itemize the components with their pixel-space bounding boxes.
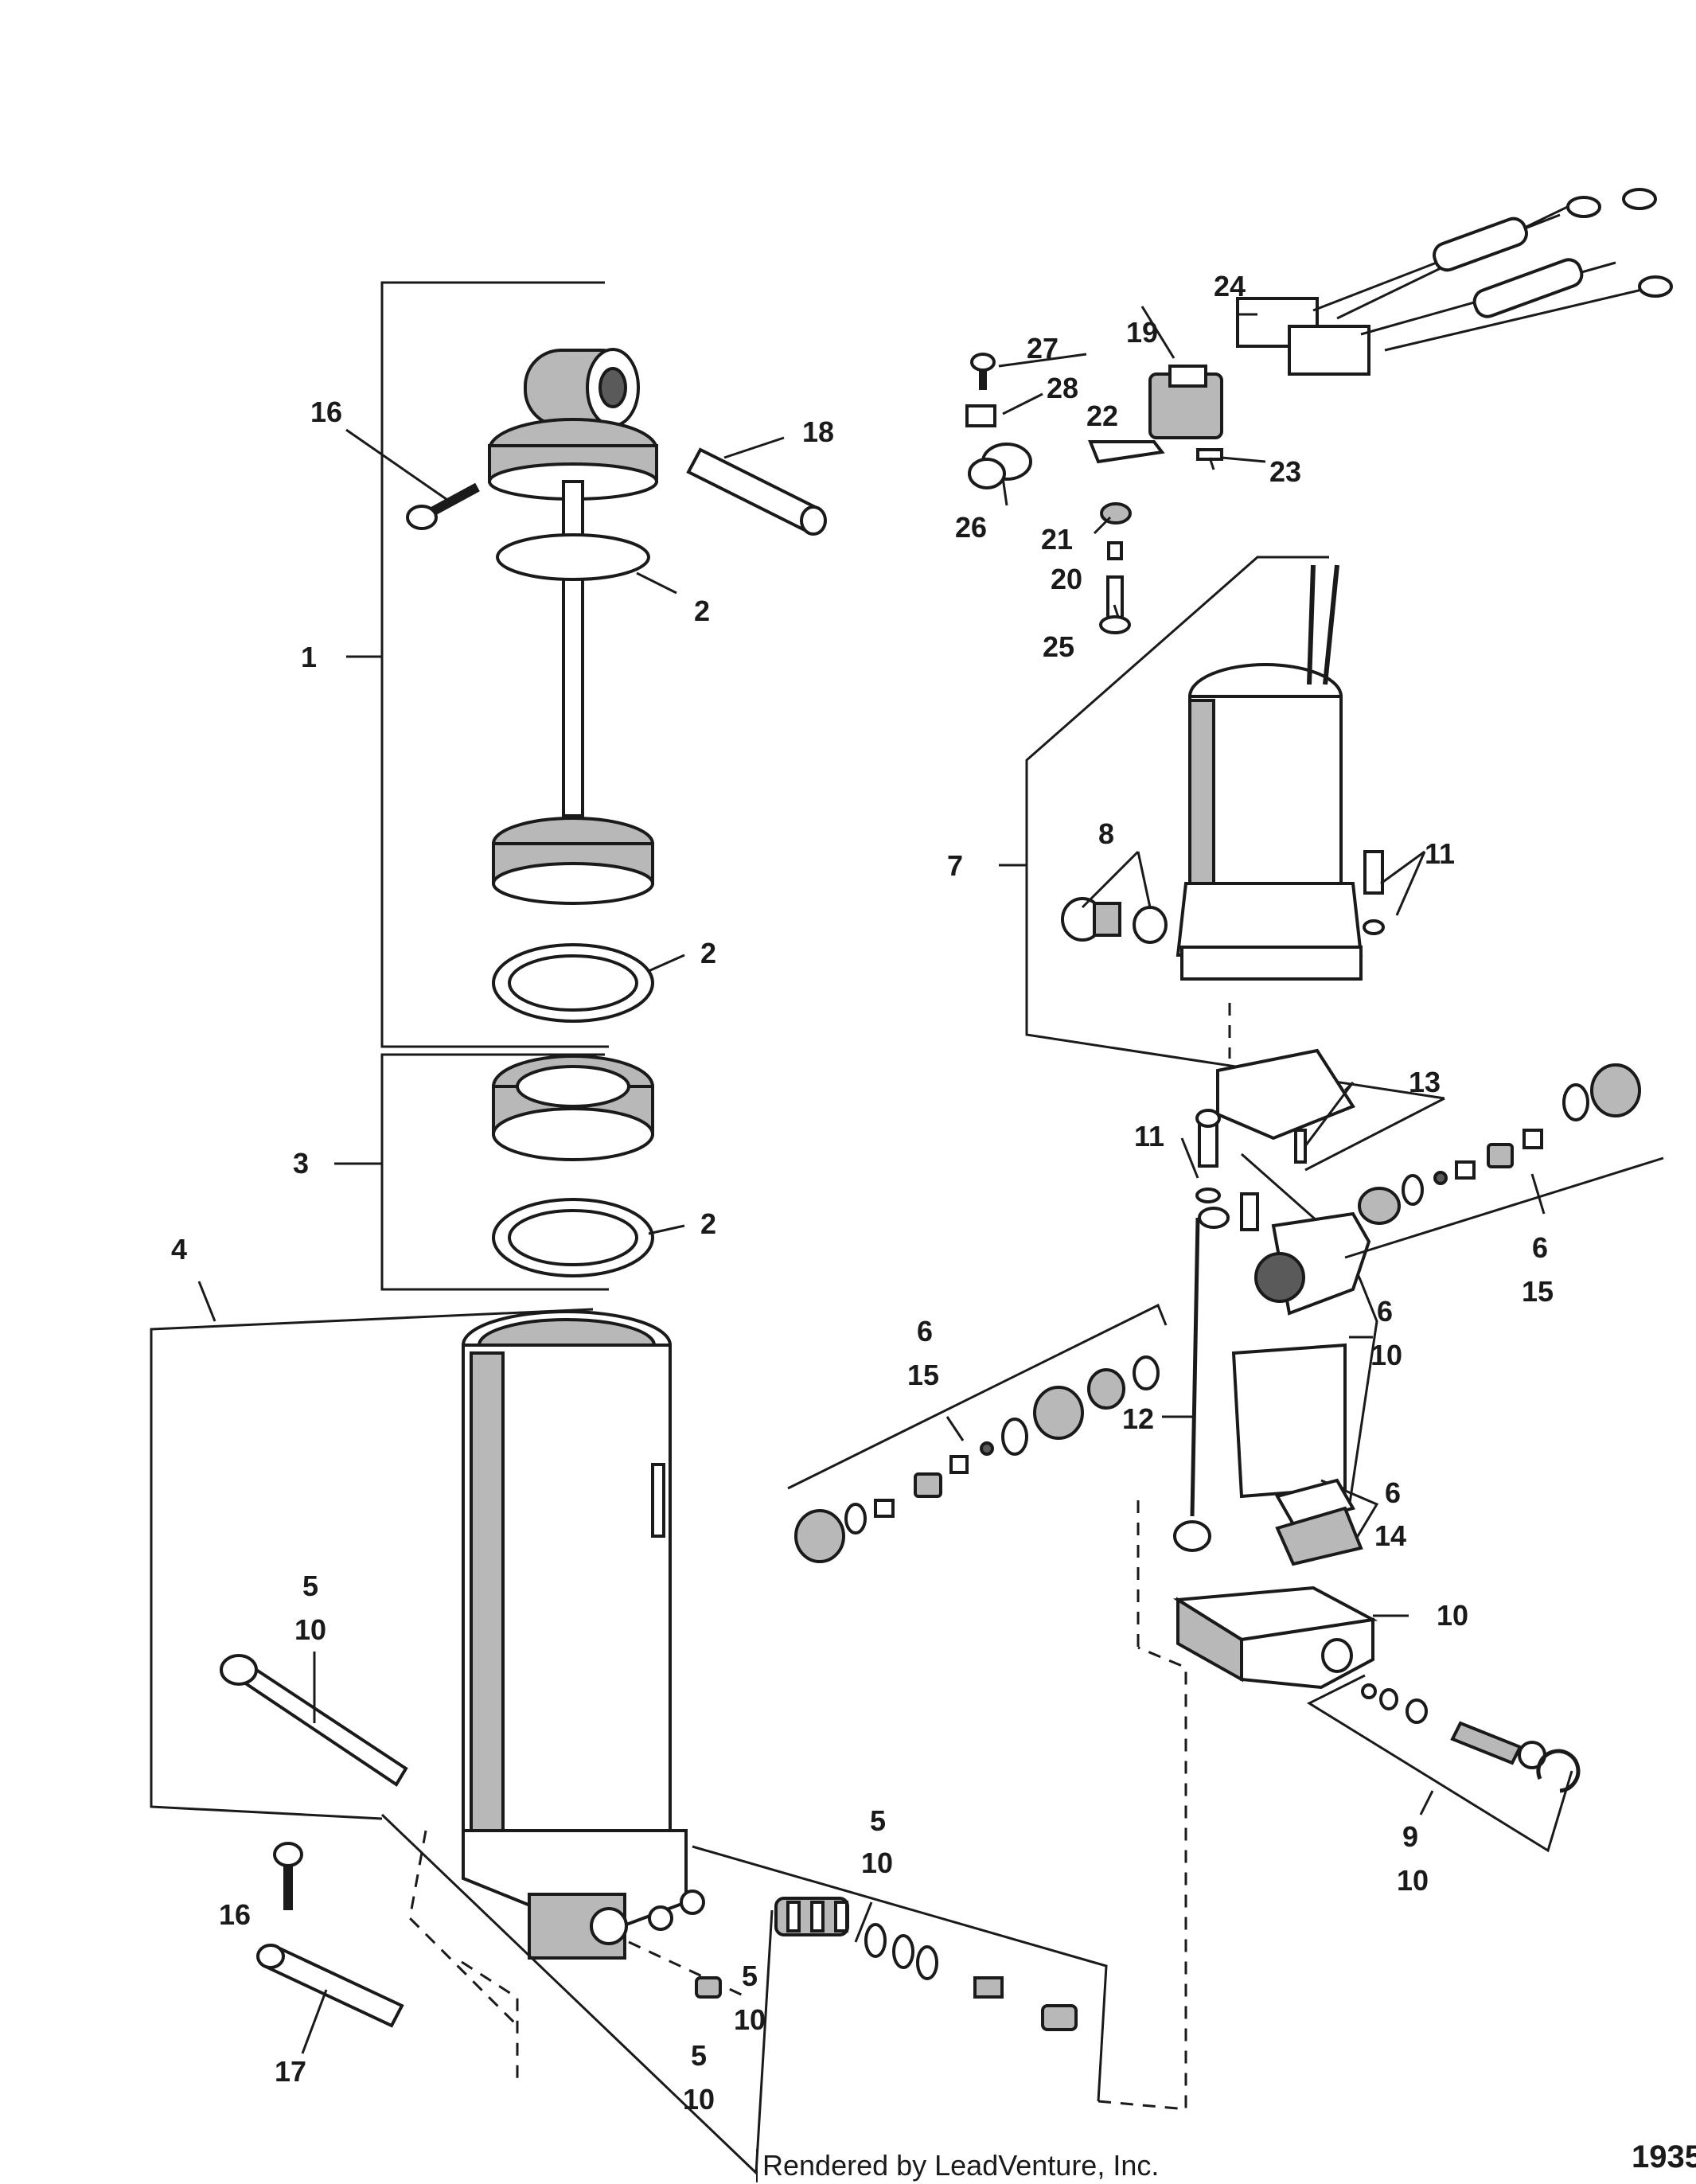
dowel-pin-part (1294, 1129, 1307, 1164)
bracket-assembly-4 (150, 1281, 594, 1820)
bracket-assembly-1 (346, 281, 609, 1048)
check-valve-parts (794, 1355, 1160, 1563)
pin-part (406, 482, 480, 530)
pin-part (686, 447, 827, 536)
callout-4: 4 (171, 1233, 187, 1266)
callout-3: 3 (293, 1147, 309, 1180)
bolt-part (220, 1654, 408, 1787)
leader-lines (287, 306, 1426, 2054)
callout-10: 10 (734, 2003, 766, 2036)
callout-2: 2 (700, 1207, 716, 1240)
callout-labels: 1 2 2 2 3 4 5 10 5 10 5 10 5 10 16 16 17… (171, 270, 1554, 2116)
callout-14: 14 (1374, 1519, 1406, 1552)
callout-26: 26 (955, 511, 987, 544)
screw-part (1363, 850, 1385, 935)
callout-10: 10 (1397, 1864, 1429, 1897)
shock-rod-part (488, 348, 658, 905)
callout-10: 10 (1370, 1339, 1402, 1371)
callout-2: 2 (694, 595, 710, 627)
callout-20: 20 (1051, 563, 1082, 595)
callout-23: 23 (1269, 455, 1301, 488)
bracket-pump-6-10 (1241, 1152, 1378, 1509)
callout-15: 15 (907, 1359, 939, 1391)
callout-6: 6 (1377, 1295, 1393, 1328)
callout-5: 5 (742, 1960, 758, 1992)
callout-27: 27 (1027, 332, 1059, 365)
valve-body-part (1172, 1585, 1409, 1690)
callout-10: 10 (861, 1847, 893, 1879)
render-credit: Rendered by LeadVenture, Inc. (756, 2149, 1159, 2182)
trim-cylinder-part (462, 1310, 688, 1960)
callout-1: 1 (301, 641, 317, 673)
callout-25: 25 (1043, 630, 1074, 663)
assembly-guide-lines (408, 1003, 1231, 2111)
callout-6: 6 (917, 1315, 933, 1347)
callout-16: 16 (310, 396, 342, 428)
callout-19: 19 (1126, 316, 1158, 349)
callout-11: 11 (1425, 837, 1455, 870)
bracket-valve-6-15 (787, 1303, 1168, 1490)
callout-5: 5 (870, 1804, 886, 1837)
relay-part (1148, 365, 1223, 439)
o-ring-part (496, 533, 650, 581)
pin-part (256, 1944, 404, 2028)
callout-10: 10 (683, 2083, 715, 2116)
seal-ring-part (492, 1198, 654, 1277)
callout-21: 21 (1041, 523, 1073, 556)
bracket-assembly-3 (334, 1053, 609, 1291)
callout-10: 10 (294, 1613, 326, 1646)
relief-valve-parts (1361, 1683, 1581, 1793)
bracket-valve-6-15 (1344, 1156, 1664, 1259)
callout-10: 10 (1437, 1599, 1468, 1632)
figure-number: 1935 (1632, 2139, 1696, 2174)
callout-22: 22 (1086, 400, 1118, 432)
callout-12: 12 (1122, 1402, 1154, 1435)
bracket-valve-9-10 (1306, 1674, 1573, 1853)
pump-body-part (1231, 1211, 1371, 1499)
seal-ring-part (492, 943, 654, 1023)
callout-28: 28 (1047, 372, 1078, 404)
callout-5: 5 (302, 1570, 318, 1602)
ground-wire-part (1173, 1207, 1230, 1552)
callout-5: 5 (691, 2039, 707, 2072)
callout-6: 6 (1532, 1231, 1548, 1264)
callout-16: 16 (219, 1898, 251, 1931)
callout-9: 9 (1402, 1820, 1418, 1853)
pump-motor-part (1176, 564, 1363, 981)
check-valve-parts (1358, 1063, 1641, 1225)
callout-6: 6 (1385, 1476, 1401, 1509)
callout-13: 13 (1409, 1066, 1441, 1098)
callout-7: 7 (947, 849, 963, 882)
callout-2: 2 (700, 937, 716, 969)
callout-11: 11 (1134, 1120, 1164, 1152)
callout-24: 24 (1214, 270, 1246, 302)
wiring-harness-part (1236, 188, 1673, 376)
callout-8: 8 (1098, 817, 1114, 850)
callout-15: 15 (1522, 1275, 1554, 1308)
callout-17: 17 (275, 2055, 306, 2088)
gasket-part (1216, 1048, 1355, 1141)
callout-18: 18 (802, 415, 834, 448)
screw-part (1195, 1109, 1259, 1231)
bracket-motor-7 (999, 556, 1445, 1172)
manifold-gasket-part (1274, 1478, 1363, 1566)
plug-part (1061, 897, 1168, 944)
valve-spool-part (648, 1890, 1078, 2031)
piston-part (492, 1055, 654, 1161)
